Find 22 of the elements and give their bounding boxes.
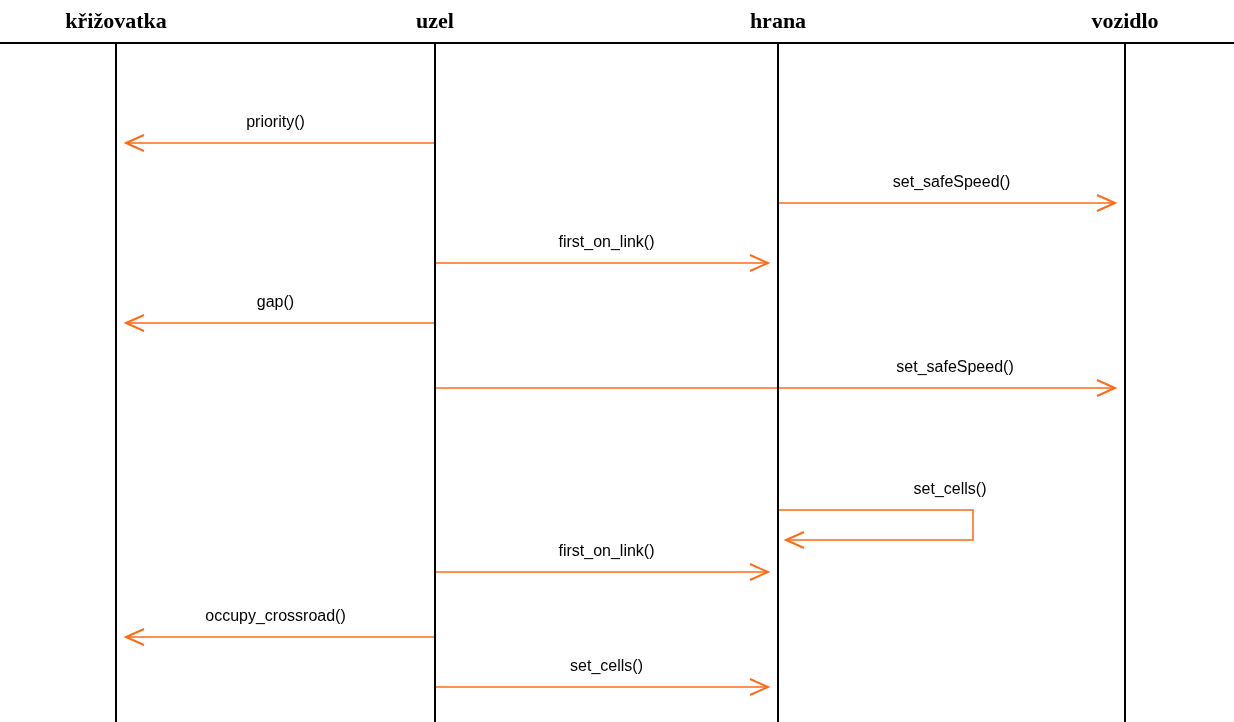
- participant-label: vozidlo: [1091, 8, 1159, 34]
- participant-label: hrana: [749, 8, 807, 34]
- message-arrow: [435, 254, 769, 272]
- participant-label: uzel: [416, 8, 454, 34]
- message-label: first_on_link(): [558, 233, 655, 251]
- message-arrow: [778, 194, 1116, 212]
- message-label: set_cells(): [570, 657, 643, 675]
- message-label: first_on_link(): [558, 542, 655, 560]
- message-label: set_cells(): [913, 480, 987, 498]
- participant-label: křižovatka: [65, 8, 167, 34]
- message-arrow: [125, 314, 435, 332]
- message-arrow: [125, 628, 435, 646]
- message-arrow: [435, 678, 769, 696]
- message-label: priority(): [246, 113, 305, 131]
- message-arrow: [435, 563, 769, 581]
- message-arrow: [778, 509, 974, 549]
- message-arrow: [435, 379, 1116, 397]
- message-label: gap(): [256, 293, 295, 311]
- message-label: occupy_crossroad(): [205, 607, 346, 625]
- message-label: set_safeSpeed(): [896, 358, 1014, 376]
- message-label: set_safeSpeed(): [892, 173, 1011, 191]
- message-arrow: [125, 134, 435, 152]
